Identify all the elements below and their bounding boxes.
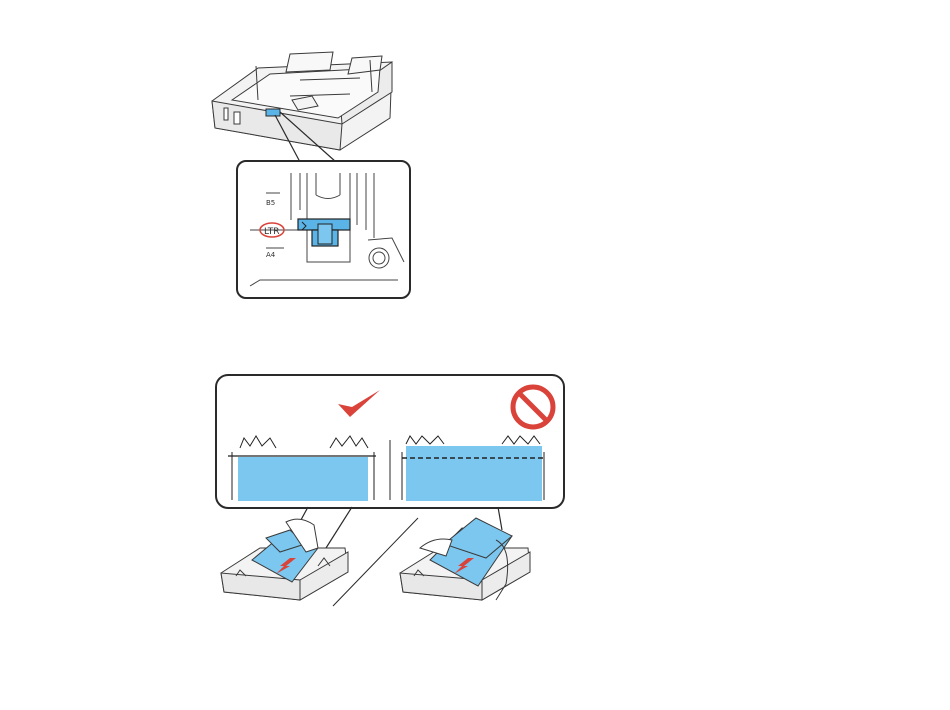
tray-correct-illustration [221, 519, 348, 600]
tray-illustration-top [212, 52, 392, 150]
label-b5: B5 [266, 199, 275, 207]
comparison-callout [216, 375, 564, 508]
edge-guide-small [266, 109, 280, 116]
zoom-callout: B5 LTR A4 [237, 161, 410, 298]
label-a4: A4 [266, 251, 276, 259]
tray-incorrect-illustration [400, 518, 530, 600]
